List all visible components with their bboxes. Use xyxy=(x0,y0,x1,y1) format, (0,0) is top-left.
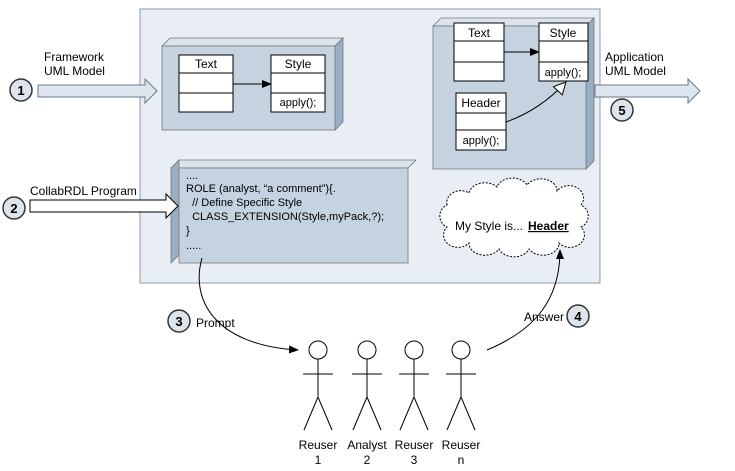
code-line-1: .... xyxy=(186,170,198,182)
step-3-number: 3 xyxy=(175,314,182,329)
step-3: 3 xyxy=(167,309,191,333)
step-1: 1 xyxy=(9,78,33,102)
code-box: .... ROLE (analyst, “a comment”){. // De… xyxy=(170,159,417,264)
actor-n-index: n xyxy=(458,453,465,467)
application-text-class-name: Text xyxy=(468,26,491,40)
step-5-number: 5 xyxy=(618,103,625,118)
actor-3-name: Reuser xyxy=(395,438,434,452)
code-line-4: CLASS_EXTENSION(Style,myPack,?); xyxy=(186,211,384,223)
framework-style-class-name: Style xyxy=(285,57,312,71)
application-header-class-name: Header xyxy=(461,96,500,110)
actor-3-index: 3 xyxy=(411,453,418,467)
prompt-arrow xyxy=(198,257,299,354)
thought-cloud: My Style is... Header xyxy=(439,177,589,258)
framework-style-method: apply(); xyxy=(280,97,317,109)
step-5: 5 xyxy=(610,98,634,122)
actor-reuser-n xyxy=(446,340,476,431)
framework-text-class-name: Text xyxy=(195,57,218,71)
step-1-number: 1 xyxy=(17,83,24,98)
application-header-class: Header apply(); xyxy=(455,92,507,151)
actor-2-name: Analyst xyxy=(347,438,387,452)
thought-prefix: My Style is... xyxy=(455,219,523,233)
program-label: CollabRDL Program xyxy=(30,184,137,198)
code-line-6: ..... xyxy=(186,240,201,252)
application-style-method: apply(); xyxy=(545,67,582,79)
application-label-line2: UML Model xyxy=(605,64,666,78)
framework-text-class: Text xyxy=(178,54,234,113)
answer-arrow xyxy=(486,249,564,351)
actor-1-name: Reuser xyxy=(299,438,338,452)
step-2-number: 2 xyxy=(10,201,17,216)
application-text-class: Text xyxy=(453,22,505,82)
actor-2-index: 2 xyxy=(364,453,371,467)
code-line-3: // Define Specific Style xyxy=(186,197,302,209)
application-style-class: Style apply(); xyxy=(538,22,589,82)
step-4-number: 4 xyxy=(574,309,582,324)
step-4: 4 xyxy=(566,304,590,328)
actor-reuser-1 xyxy=(303,340,333,431)
framework-input-arrow xyxy=(37,77,158,105)
actor-n-name: Reuser xyxy=(442,438,481,452)
framework-label-line1: Framework xyxy=(44,50,105,64)
step-2: 2 xyxy=(2,196,26,220)
prompt-label: Prompt xyxy=(196,316,235,330)
code-line-2: ROLE (analyst, “a comment”){. xyxy=(186,183,336,195)
actor-analyst-2 xyxy=(352,340,382,431)
application-style-class-name: Style xyxy=(550,26,577,40)
application-label-line1: Application xyxy=(605,50,664,64)
framework-label-line2: UML Model xyxy=(44,64,105,78)
application-output-arrow xyxy=(594,77,701,105)
inheritance-arrow xyxy=(505,82,566,123)
application-header-method: apply(); xyxy=(463,135,500,147)
framework-style-class: Style apply(); xyxy=(270,54,326,113)
actor-1-index: 1 xyxy=(315,453,322,467)
thought-answer: Header xyxy=(528,219,569,233)
answer-label: Answer xyxy=(524,310,564,324)
actor-reuser-3 xyxy=(399,340,429,431)
program-input-arrow xyxy=(29,192,179,220)
code-line-5: } xyxy=(186,225,190,237)
